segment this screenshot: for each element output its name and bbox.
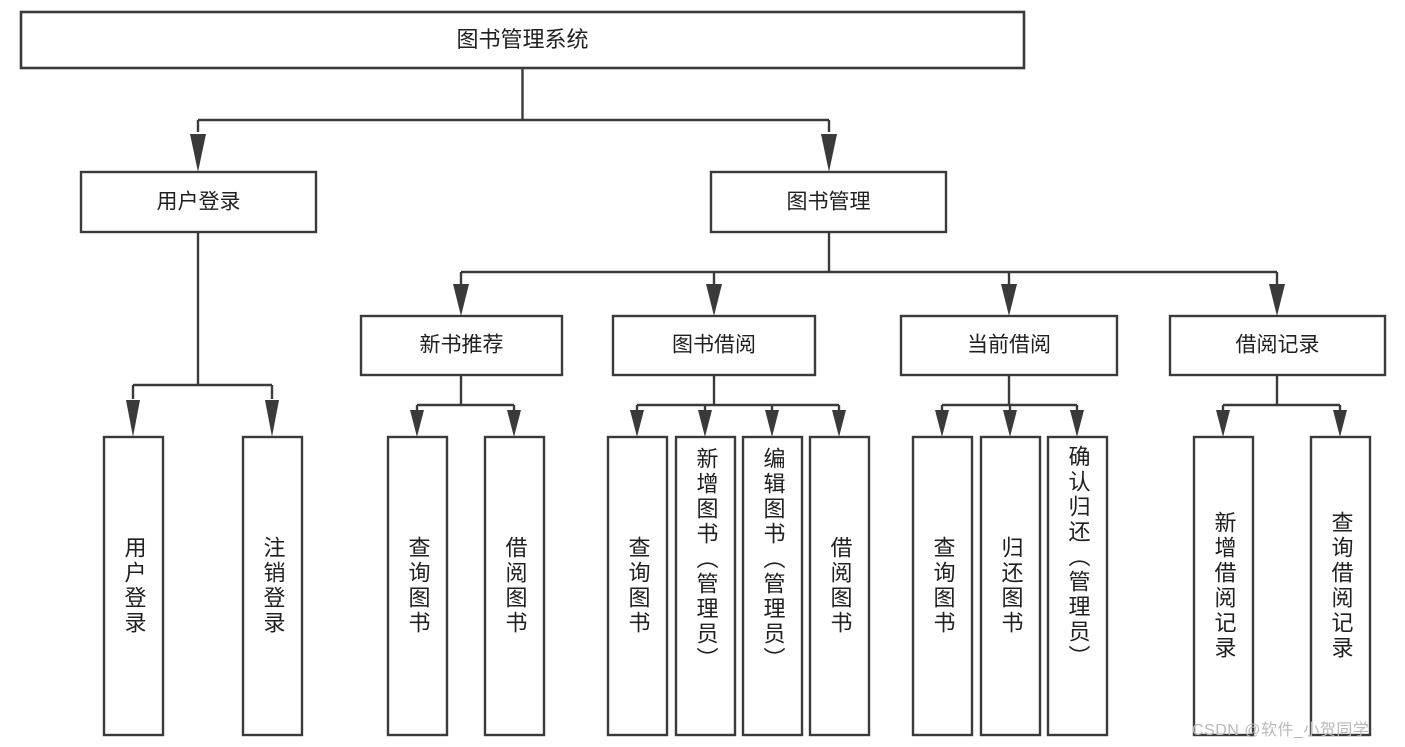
node-book-manage-label: 图书管理 <box>787 191 871 214</box>
arrowhead-current-borrow <box>1001 284 1017 316</box>
arrowhead-new-book-recommend <box>453 284 469 316</box>
leaf-new-book-recommend-2[interactable] <box>483 435 546 737</box>
node-book-manage[interactable] <box>709 170 948 234</box>
leaf-book-borrow-2[interactable] <box>674 435 737 737</box>
node-new-book-recommend[interactable] <box>359 314 564 377</box>
arrowhead-leaf-user-login-2 <box>265 400 279 437</box>
node-user-login[interactable] <box>79 170 318 234</box>
leaf-current-borrow-2[interactable] <box>979 435 1042 737</box>
arrowhead-bb-leaf-2 <box>698 410 712 437</box>
arrowhead-bb-leaf-1 <box>630 410 644 437</box>
connector-group-new-book-recommend <box>410 375 521 437</box>
leaf-book-borrow-4[interactable] <box>808 435 871 737</box>
node-borrow-record-label: 借阅记录 <box>1236 334 1320 357</box>
arrowhead-bb-leaf-4 <box>832 410 846 437</box>
watermark-text: CSDN @软件_小贺同学 <box>1192 722 1370 739</box>
leaf-current-borrow-3[interactable] <box>1046 435 1109 737</box>
node-root-label: 图书管理系统 <box>456 27 588 52</box>
arrowhead-br-leaf-2 <box>1333 410 1347 437</box>
connector-group-root <box>190 68 837 172</box>
node-current-borrow-label: 当前借阅 <box>967 334 1051 357</box>
node-borrow-record[interactable] <box>1168 314 1387 377</box>
arrowhead-nbr-leaf-2 <box>507 410 521 437</box>
arrowhead-leaf-user-login-1 <box>126 400 140 437</box>
arrowhead-br-leaf-1 <box>1216 410 1230 437</box>
connector-group-book-manage <box>453 232 1285 316</box>
leaf-book-borrow-3[interactable] <box>741 435 804 737</box>
node-user-login-label: 用户登录 <box>157 191 241 214</box>
node-current-borrow[interactable] <box>899 314 1119 377</box>
arrowhead-nbr-leaf-1 <box>410 410 424 437</box>
leaf-borrow-record-1[interactable] <box>1192 435 1255 737</box>
node-new-book-recommend-label: 新书推荐 <box>420 334 504 357</box>
arrowhead-borrow-record <box>1269 284 1285 316</box>
node-book-borrow-label: 图书借阅 <box>672 334 756 357</box>
node-book-borrow[interactable] <box>611 314 817 377</box>
arrowhead-book-borrow <box>706 284 722 316</box>
node-root[interactable] <box>19 10 1026 70</box>
connector-group-user-login <box>126 232 279 437</box>
leaf-current-borrow-1[interactable] <box>911 435 974 737</box>
leaf-borrow-record-2[interactable] <box>1309 435 1372 737</box>
connector-group-borrow-record <box>1216 375 1347 437</box>
connector-group-book-borrow <box>630 375 846 437</box>
arrowhead-cb-leaf-2 <box>1003 410 1017 437</box>
connector-group-current-borrow <box>935 375 1084 437</box>
arrowhead-bb-leaf-3 <box>765 410 779 437</box>
leaf-book-borrow-1[interactable] <box>606 435 669 737</box>
arrowhead-cb-leaf-1 <box>935 410 949 437</box>
arrowhead-cb-leaf-3 <box>1070 410 1084 437</box>
leaf-user-login-1[interactable] <box>102 435 165 737</box>
arrowhead-user-login <box>190 134 206 172</box>
leaf-user-login-2[interactable] <box>241 435 304 737</box>
leaf-new-book-recommend-1[interactable] <box>386 435 449 737</box>
arrowhead-book-manage <box>821 134 837 172</box>
